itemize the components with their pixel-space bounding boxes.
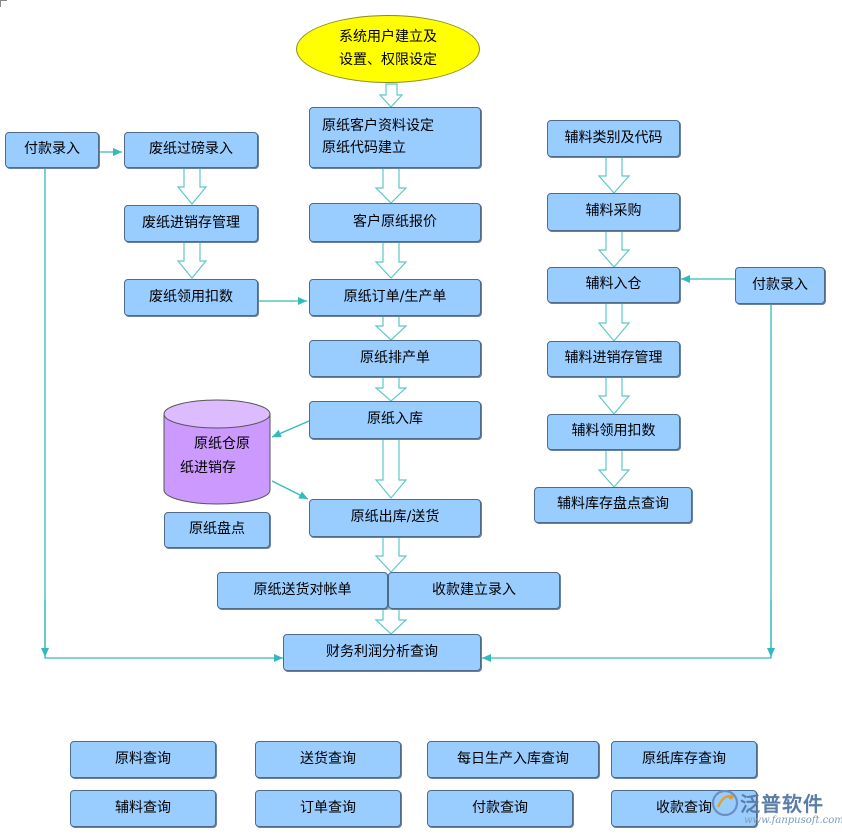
arrow-line bbox=[271, 420, 310, 438]
order-query[interactable]: 订单查询 bbox=[255, 790, 401, 827]
block-arrow bbox=[176, 167, 208, 205]
arrow-line bbox=[482, 304, 772, 662]
material-inventory[interactable]: 辅料进销存管理 bbox=[547, 341, 680, 377]
block-arrow bbox=[374, 167, 408, 204]
paper-inventory-query[interactable]: 原纸库存查询 bbox=[611, 741, 757, 778]
paper-order[interactable]: 原纸订单/生产单 bbox=[309, 279, 481, 316]
customer-setup[interactable]: 原纸客户资料设定 原纸代码建立 bbox=[309, 107, 481, 168]
material-use-deduction[interactable]: 辅料领用扣数 bbox=[547, 414, 680, 450]
warehouse-cylinder bbox=[163, 399, 271, 505]
arrow-line bbox=[271, 480, 309, 500]
material-stock-in[interactable]: 辅料入仓 bbox=[547, 267, 680, 303]
warehouse-line-1: 原纸仓原 bbox=[194, 436, 250, 452]
receipt-entry[interactable]: 收款建立录入 bbox=[388, 572, 560, 609]
corner-mark bbox=[0, 0, 7, 7]
block-arrow bbox=[374, 315, 408, 341]
block-arrow bbox=[374, 376, 408, 402]
waste-paper-weigh-entry[interactable]: 废纸过磅录入 bbox=[124, 132, 258, 168]
customer-setup-line-1: 原纸客户资料设定 bbox=[322, 117, 434, 134]
block-arrow bbox=[374, 608, 408, 635]
watermark-url: www.fanpusoft.com bbox=[744, 815, 842, 826]
waste-paper-use-deduction[interactable]: 废纸领用扣数 bbox=[124, 279, 258, 316]
warehouse-label[interactable]: 原纸仓原 纸进销存 bbox=[170, 433, 266, 481]
left-payment-entry[interactable]: 付款录入 bbox=[5, 132, 99, 168]
system-setup-start[interactable]: 系统用户建立及 设置、权限设定 bbox=[296, 15, 480, 83]
block-arrow bbox=[597, 302, 631, 342]
daily-production-stock-in-query[interactable]: 每日生产入库查询 bbox=[427, 741, 599, 778]
warehouse-line-2: 纸进销存 bbox=[180, 459, 236, 476]
watermark-name: 泛普软件 bbox=[740, 792, 824, 816]
raw-material-query[interactable]: 原料查询 bbox=[70, 741, 216, 778]
material-purchase[interactable]: 辅料采购 bbox=[547, 193, 680, 231]
paper-stock-in[interactable]: 原纸入库 bbox=[309, 401, 481, 439]
block-arrow bbox=[597, 376, 631, 415]
start-line-1: 系统用户建立及 bbox=[339, 28, 437, 45]
material-query[interactable]: 辅料查询 bbox=[70, 790, 216, 827]
customer-setup-line-2: 原纸代码建立 bbox=[322, 139, 406, 156]
delivery-statement[interactable]: 原纸送货对帐单 bbox=[217, 572, 388, 609]
block-arrow bbox=[597, 230, 631, 268]
paper-stocktake[interactable]: 原纸盘点 bbox=[164, 512, 270, 548]
material-category-code[interactable]: 辅料类别及代码 bbox=[547, 120, 680, 157]
block-arrow bbox=[597, 449, 631, 488]
block-arrow bbox=[374, 241, 408, 279]
fanpu-logo-icon bbox=[711, 789, 739, 817]
block-arrow bbox=[597, 156, 631, 194]
block-arrow bbox=[176, 241, 208, 279]
customer-quote[interactable]: 客户原纸报价 bbox=[309, 203, 481, 242]
start-line-2: 设置、权限设定 bbox=[339, 52, 437, 68]
paper-outbound-delivery[interactable]: 原纸出库/送货 bbox=[309, 499, 481, 537]
arrow-line bbox=[44, 168, 283, 662]
material-stock-check[interactable]: 辅料库存盘点查询 bbox=[534, 487, 692, 523]
waste-paper-inventory[interactable]: 废纸进销存管理 bbox=[124, 205, 258, 242]
block-arrow bbox=[374, 438, 408, 499]
production-schedule[interactable]: 原纸排产单 bbox=[309, 340, 481, 377]
block-arrow bbox=[374, 536, 408, 573]
block-arrow bbox=[378, 83, 404, 108]
payment-query[interactable]: 付款查询 bbox=[427, 790, 573, 827]
delivery-query[interactable]: 送货查询 bbox=[255, 741, 401, 778]
finance-profit-analysis[interactable]: 财务利润分析查询 bbox=[283, 634, 481, 671]
watermark: 泛普软件 www.fanpusoft.com bbox=[710, 788, 842, 832]
right-payment-entry[interactable]: 付款录入 bbox=[735, 267, 825, 304]
